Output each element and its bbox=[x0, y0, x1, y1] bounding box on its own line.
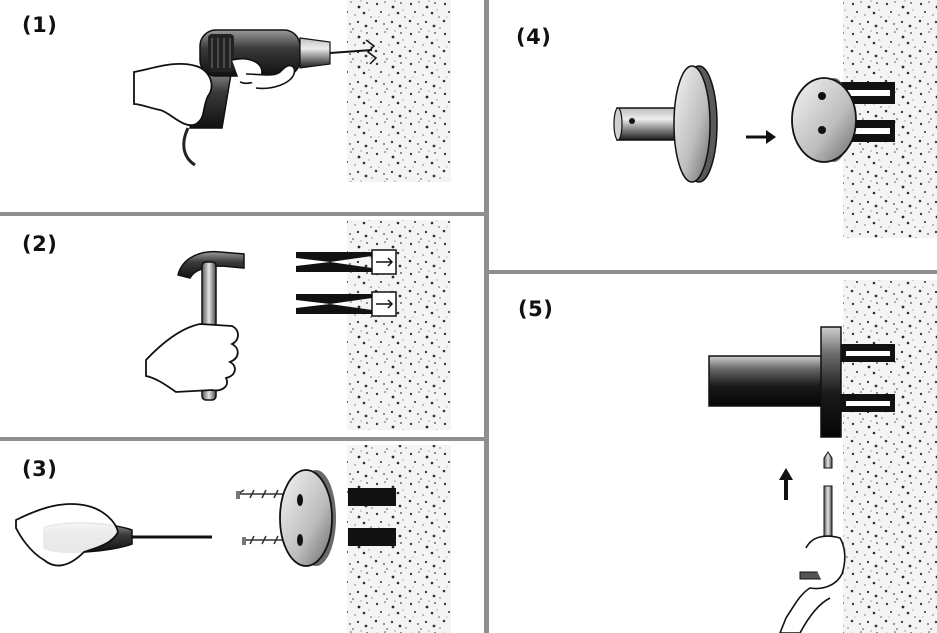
step-label-2: (2) bbox=[22, 232, 58, 256]
hammer-illustration bbox=[145, 250, 245, 401]
arrow-up-icon bbox=[779, 468, 793, 500]
drill-illustration bbox=[133, 29, 378, 167]
wall-holes-panel3 bbox=[348, 488, 396, 546]
wall-anchors-panel2 bbox=[296, 249, 397, 317]
base-plate-with-screws bbox=[236, 469, 336, 567]
screwdriver-illustration bbox=[15, 503, 212, 567]
step-label-3: (3) bbox=[22, 457, 58, 481]
step-label-5: (5) bbox=[518, 297, 554, 321]
step-label-1: (1) bbox=[22, 13, 58, 37]
assembled-holder-panel5 bbox=[708, 326, 895, 438]
step-label-4: (4) bbox=[516, 25, 552, 49]
holder-illustration bbox=[613, 65, 718, 183]
mounted-base-panel4 bbox=[791, 77, 895, 163]
arrow-right-icon bbox=[746, 130, 776, 144]
set-screw-and-key bbox=[779, 451, 846, 633]
